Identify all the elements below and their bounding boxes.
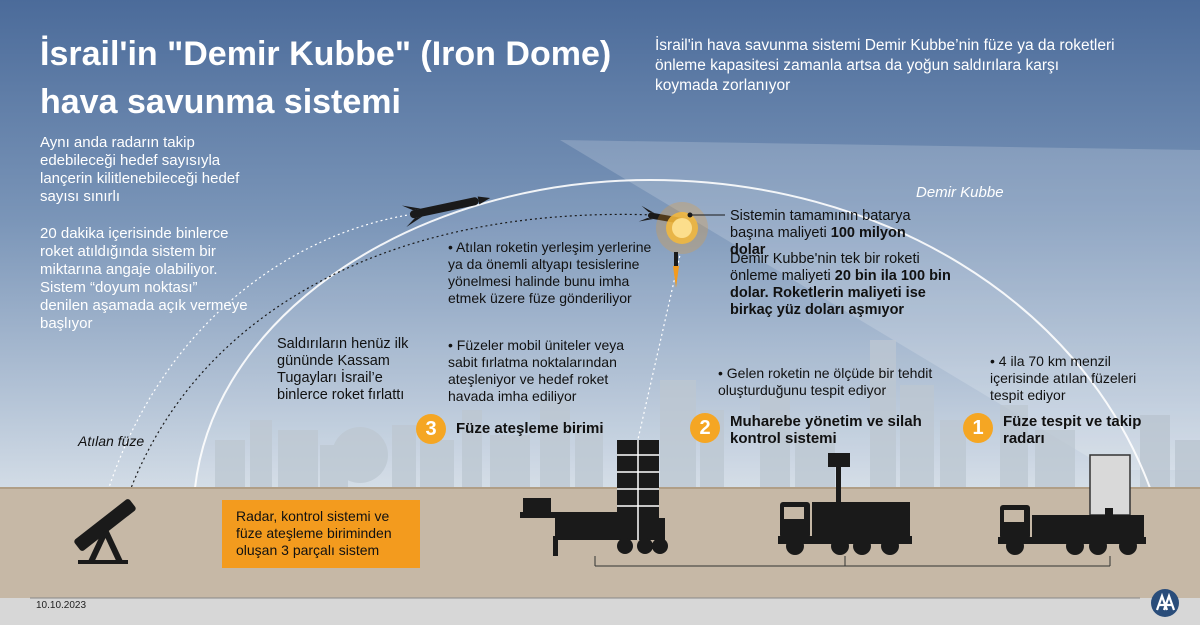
- unit1-title: Füze tespit ve takip radarı: [1003, 413, 1142, 447]
- cost-battery-text: Sistemin tamamının batarya başına maliye…: [730, 208, 911, 241]
- unit2-bullet-1: • Gelen roketin ne ölçüde bir tehdit olu…: [718, 365, 933, 398]
- cost-interception-text: Demir Kubbe'nin tek bir roketi önleme ma…: [730, 251, 920, 284]
- radar-beam: [560, 140, 1200, 470]
- system-summary-box: Radar, kontrol sistemi ve füze ateşleme …: [222, 500, 420, 568]
- unit3-number-badge: 3: [416, 414, 446, 444]
- control-truck: [778, 453, 912, 555]
- title-line-2: hava savunma sistemi: [40, 83, 401, 121]
- cost-interception: Demir Kubbe'nin tek bir roketi önleme ma…: [730, 251, 960, 319]
- launcher-truck: [520, 440, 668, 556]
- cost-battery-value: 100 milyon dolar: [730, 225, 906, 258]
- left-note-saturation: 20 dakika içerisinde binlerce roket atıl…: [40, 225, 248, 332]
- date-stamp: 10.10.2023: [36, 600, 87, 611]
- rocket-launcher: [74, 499, 136, 564]
- unit3-bullet-1: • Atılan roketin yerleşim yerlerine ya d…: [448, 239, 652, 306]
- unit3-title: Füze ateşleme birimi: [456, 420, 604, 437]
- subtitle: İsrail'in hava savunma sistemi Demir Kub…: [655, 37, 1115, 94]
- cost-interception-value: 20 bin ila 100 bin dolar. Roketlerin mal…: [730, 268, 951, 318]
- interceptor-missile: [673, 252, 679, 288]
- hamas-note: Saldırıların henüz ilk gününde Kassam Tu…: [277, 336, 409, 403]
- rocket-trajectory-2: [104, 211, 431, 501]
- dome-outline: [194, 178, 1151, 489]
- unit3-bullet-2: • Füzeler mobil üniteler veya sabit fırl…: [448, 337, 625, 404]
- explosion: [656, 202, 708, 254]
- page-title: İsrail'in "Demir Kubbe" (Iron Dome) hava…: [40, 30, 640, 126]
- city-skyline: [215, 340, 1200, 488]
- unit2-title: Muharebe yönetim ve silah kontrol sistem…: [730, 413, 922, 447]
- unit1-bullet-1: • 4 ila 70 km menzil içerisinde atılan f…: [990, 353, 1137, 403]
- fired-rocket-label: Atılan füze: [78, 433, 145, 449]
- dome-label: Demir Kubbe: [916, 184, 1004, 201]
- rocket-trajectory: [119, 213, 656, 521]
- left-note-targets: Aynı anda radarın takip edebileceği hede…: [40, 134, 240, 205]
- title-line-1: İsrail'in "Demir Kubbe" (Iron Dome): [40, 35, 612, 73]
- radar-truck: [998, 454, 1146, 555]
- unit2-number-badge: 2: [690, 413, 720, 443]
- unit1-number-badge: 1: [963, 413, 993, 443]
- cost-battery: Sistemin tamamının batarya başına maliye…: [730, 208, 945, 259]
- rocket-left: [401, 196, 491, 228]
- agency-logo-icon: [1151, 589, 1179, 617]
